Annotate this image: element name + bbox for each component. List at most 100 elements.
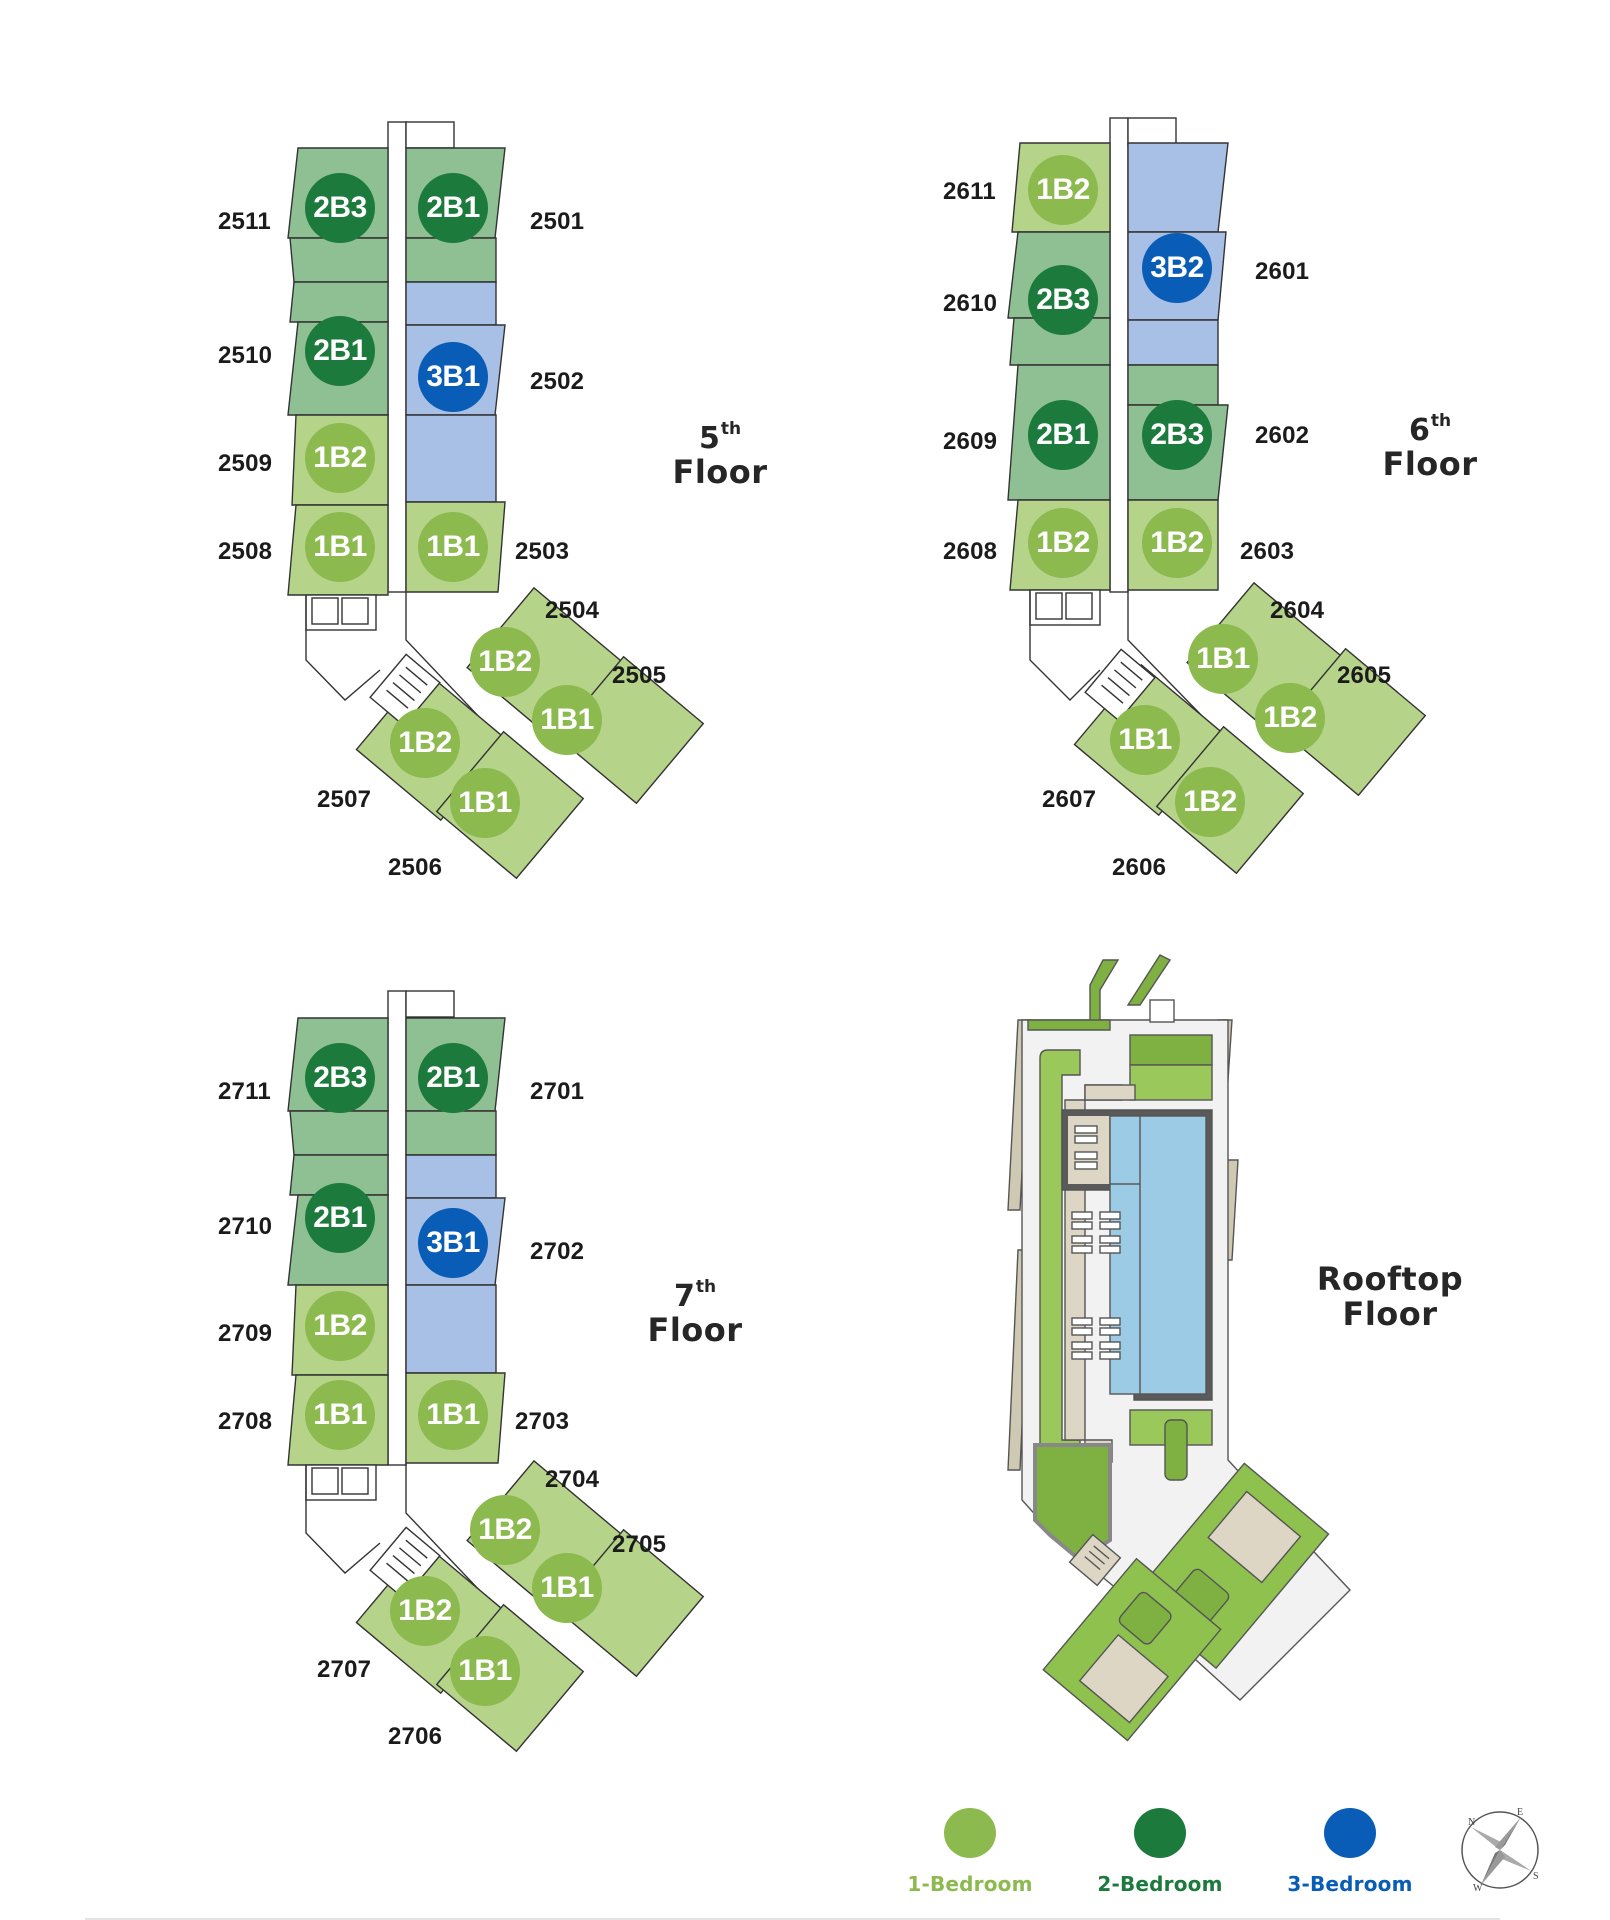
unit-type-badge[interactable]: 1B1 — [532, 1553, 602, 1623]
unit-number: 2603 — [1240, 538, 1295, 565]
unit-type-badge[interactable]: 1B1 — [305, 512, 375, 582]
legend-label: 3-Bedroom — [1287, 1872, 1413, 1896]
unit-type-badge[interactable]: 1B2 — [1255, 683, 1325, 753]
unit-type-badge[interactable]: 2B3 — [1142, 400, 1212, 470]
unit-number: 2708 — [218, 1408, 273, 1435]
floor-word: Floor — [1382, 445, 1478, 483]
unit-number: 2505 — [612, 662, 667, 689]
rooftop-drawing — [1007, 954, 1351, 1742]
legend: 1-Bedroom 2-Bedroom 3-Bedroom — [880, 1808, 1440, 1896]
legend-item-2-bedroom: 2-Bedroom — [1070, 1808, 1250, 1896]
floor-word-rooftop: Rooftop — [1316, 1260, 1464, 1298]
unit-type-badge[interactable]: 2B3 — [305, 173, 375, 243]
unit-type-badge[interactable]: 3B2 — [1142, 233, 1212, 303]
legend-label: 1-Bedroom — [907, 1872, 1033, 1896]
unit-type-badge[interactable]: 1B2 — [390, 708, 460, 778]
unit-type-badge[interactable]: 1B1 — [418, 1380, 488, 1450]
unit-type-badge[interactable]: 1B2 — [305, 1291, 375, 1361]
floor-word: Floor — [1342, 1295, 1438, 1334]
unit-number: 2702 — [530, 1238, 585, 1265]
unit-number: 2511 — [218, 208, 271, 235]
unit-number: 2611 — [943, 178, 996, 205]
floor-plan-7th: 2B3 2B1 2B1 3B1 1B2 1B1 1B1 1B2 1B1 1B2 … — [0, 873, 800, 1773]
unit-type-badge[interactable]: 1B2 — [1028, 155, 1098, 225]
legend-swatch-2-bedroom — [1134, 1808, 1186, 1858]
unit-type-badge[interactable]: 1B1 — [1188, 624, 1258, 694]
unit-type-badge[interactable]: 2B1 — [305, 316, 375, 386]
unit-number: 2508 — [218, 538, 273, 565]
unit-number: 2510 — [218, 342, 273, 369]
floor-word: Floor — [647, 1311, 743, 1349]
floor-title-rooftop: Rooftop Floor — [1290, 1260, 1490, 1334]
unit-number: 2601 — [1255, 258, 1310, 285]
floor-number: 7 — [673, 1279, 695, 1314]
compass-n: N — [1468, 1817, 1475, 1828]
unit-number: 2507 — [317, 786, 372, 813]
floor-plan-6th: 1B2 3B2 2B3 2B1 2B3 1B2 1B2 1B1 1B2 1B1 … — [0, 0, 1610, 900]
unit-type-badge[interactable]: 1B1 — [450, 768, 520, 838]
unit-type-badge[interactable]: 3B1 — [418, 342, 488, 412]
unit-type-badge[interactable]: 1B2 — [390, 1576, 460, 1646]
unit-type-badge[interactable]: 2B1 — [418, 1043, 488, 1113]
unit-type-badge[interactable]: 2B1 — [1028, 400, 1098, 470]
unit-type-badge[interactable]: 2B3 — [305, 1043, 375, 1113]
unit-number: 2610 — [943, 290, 998, 317]
unit-number: 2608 — [943, 538, 998, 565]
unit-type-badge[interactable]: 3B1 — [418, 1208, 488, 1278]
unit-type-badge[interactable]: 1B2 — [470, 627, 540, 697]
unit-type-badge[interactable]: 1B2 — [1175, 767, 1245, 837]
unit-number: 2704 — [545, 1466, 600, 1493]
compass-w: W — [1473, 1883, 1483, 1894]
legend-item-3-bedroom: 3-Bedroom — [1260, 1808, 1440, 1896]
unit-type-badge[interactable]: 1B1 — [305, 1380, 375, 1450]
footer-divider — [85, 1918, 1500, 1920]
floor-title-7th: 7th Floor — [630, 1278, 760, 1348]
compass-rose-icon: N E S W — [1455, 1805, 1545, 1895]
unit-type-badge[interactable]: 1B2 — [305, 423, 375, 493]
unit-number: 2605 — [1337, 662, 1392, 689]
unit-type-badge[interactable]: 1B2 — [470, 1495, 540, 1565]
floor-word: Floor — [672, 453, 768, 491]
floor-plan-5th: 2B3 2B1 2B1 3B1 1B2 1B1 1B1 1B2 1B1 1B2 … — [0, 0, 800, 900]
unit-number: 2502 — [530, 368, 585, 395]
unit-number: 2606 — [1112, 854, 1167, 881]
unit-number: 2706 — [388, 1723, 443, 1750]
unit-number: 2509 — [218, 450, 273, 477]
unit-type-badge[interactable]: 1B1 — [418, 512, 488, 582]
floor-plan-rooftop: Rooftop Floor — [1007, 954, 1490, 1742]
unit-number: 2710 — [218, 1213, 273, 1240]
unit-number: 2506 — [388, 854, 443, 881]
legend-label: 2-Bedroom — [1097, 1872, 1223, 1896]
unit-number: 2504 — [545, 597, 600, 624]
unit-number: 2705 — [612, 1531, 667, 1558]
unit-number: 2711 — [218, 1078, 271, 1105]
unit-type-badge[interactable]: 1B1 — [532, 685, 602, 755]
unit-number: 2707 — [317, 1656, 372, 1683]
legend-item-1-bedroom: 1-Bedroom — [880, 1808, 1060, 1896]
legend-swatch-3-bedroom — [1324, 1808, 1376, 1858]
floor-number: 6 — [1408, 413, 1430, 448]
floor-ordinal: th — [695, 1277, 717, 1297]
unit-number: 2602 — [1255, 422, 1310, 449]
legend-swatch-1-bedroom — [944, 1808, 996, 1858]
floor-title-6th: 6th Floor — [1365, 412, 1495, 482]
unit-number: 2501 — [530, 208, 585, 235]
unit-number: 2607 — [1042, 786, 1097, 813]
floor-ordinal: th — [1430, 411, 1452, 431]
floor-number: 5 — [698, 421, 720, 456]
unit-number: 2703 — [515, 1408, 570, 1435]
unit-number: 2503 — [515, 538, 570, 565]
unit-type-badge[interactable]: 2B3 — [1028, 265, 1098, 335]
unit-type-badge[interactable]: 1B2 — [1142, 508, 1212, 578]
unit-type-badge[interactable]: 1B1 — [1110, 705, 1180, 775]
compass-e: E — [1517, 1807, 1523, 1818]
floor-title-5th: 5th Floor — [655, 420, 785, 490]
unit-number: 2709 — [218, 1320, 273, 1347]
unit-type-badge[interactable]: 1B1 — [450, 1636, 520, 1706]
unit-type-badge[interactable]: 1B2 — [1028, 508, 1098, 578]
unit-number: 2604 — [1270, 597, 1325, 624]
unit-number: 2701 — [530, 1078, 585, 1105]
floor-ordinal: th — [720, 419, 742, 439]
unit-type-badge[interactable]: 2B1 — [418, 173, 488, 243]
unit-type-badge[interactable]: 2B1 — [305, 1183, 375, 1253]
